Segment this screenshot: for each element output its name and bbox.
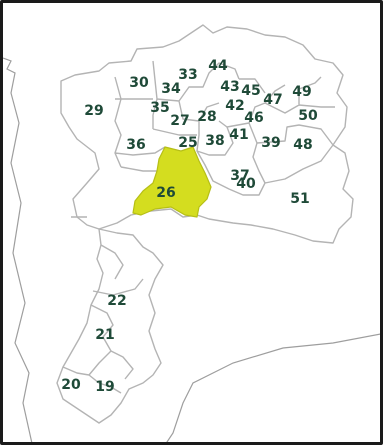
region-label-38[interactable]: 38 <box>205 133 224 149</box>
region-label-50[interactable]: 50 <box>298 108 318 124</box>
region-label-43[interactable]: 43 <box>220 79 239 95</box>
region-label-46[interactable]: 46 <box>244 110 263 126</box>
coast-outline-south <box>166 333 380 442</box>
region-label-45[interactable]: 45 <box>241 83 260 99</box>
region-label-48[interactable]: 48 <box>293 137 312 153</box>
region-label-41[interactable]: 41 <box>229 127 248 143</box>
region-label-27[interactable]: 27 <box>170 113 189 129</box>
region-label-47[interactable]: 47 <box>263 92 282 108</box>
region-label-39[interactable]: 39 <box>261 135 280 151</box>
district-lines <box>62 60 335 394</box>
region-label-22[interactable]: 22 <box>107 293 126 309</box>
region-label-37[interactable]: 37 <box>230 168 249 184</box>
region-label-19[interactable]: 19 <box>95 379 114 395</box>
region-label-30[interactable]: 30 <box>129 75 149 91</box>
region-boundary-north <box>60 24 354 244</box>
region-26-highlight[interactable] <box>132 146 212 218</box>
region-label-26[interactable]: 26 <box>156 185 175 201</box>
region-label-20[interactable]: 20 <box>61 377 81 393</box>
region-label-51[interactable]: 51 <box>290 191 309 207</box>
coast-outline-west <box>3 57 33 442</box>
region-label-49[interactable]: 49 <box>292 84 311 100</box>
region-label-40[interactable]: 40 <box>236 176 256 192</box>
region-label-44[interactable]: 44 <box>208 58 228 74</box>
region-label-33[interactable]: 33 <box>178 67 197 83</box>
region-label-42[interactable]: 42 <box>225 98 244 114</box>
region-label-21[interactable]: 21 <box>95 327 114 343</box>
region-label-35[interactable]: 35 <box>150 100 169 116</box>
region-label-36[interactable]: 36 <box>126 137 145 153</box>
region-label-34[interactable]: 34 <box>161 81 181 97</box>
region-label-25[interactable]: 25 <box>178 135 197 151</box>
region-label-28[interactable]: 28 <box>197 109 216 125</box>
region-label-29[interactable]: 29 <box>84 103 103 119</box>
